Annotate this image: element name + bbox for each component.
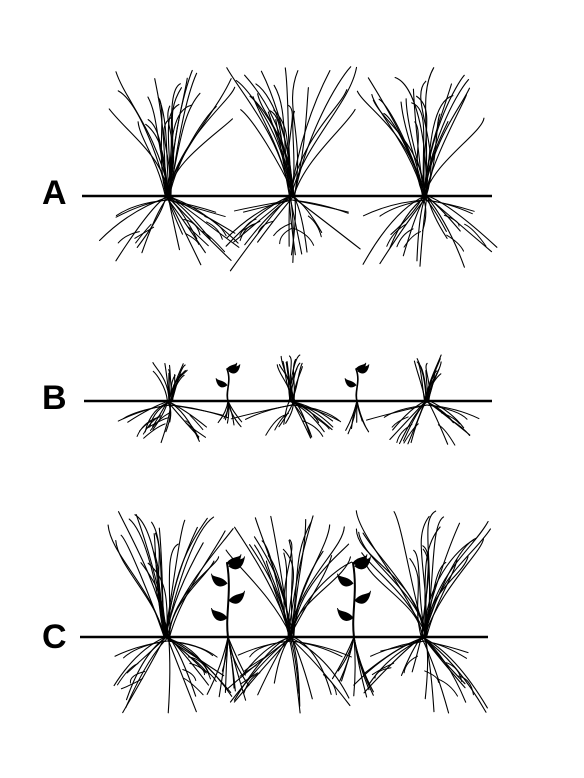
panel-c bbox=[80, 510, 492, 714]
panel-label-b: B bbox=[42, 379, 67, 417]
grass-plant bbox=[107, 511, 234, 714]
grass-plant bbox=[117, 362, 229, 444]
panel-a bbox=[82, 66, 498, 272]
tree-seedling bbox=[331, 554, 374, 698]
tree-seedling bbox=[206, 554, 250, 701]
tree-seedling bbox=[344, 362, 370, 435]
panel-b bbox=[84, 354, 492, 446]
grass-plant bbox=[356, 67, 498, 268]
panel-label-c: C bbox=[42, 618, 67, 656]
grass-plant bbox=[225, 66, 361, 272]
grass-plant bbox=[366, 354, 480, 446]
grass-plant bbox=[230, 354, 342, 439]
grass-plant bbox=[99, 69, 240, 266]
grass-plant bbox=[225, 515, 353, 714]
tree-seedling bbox=[215, 362, 243, 428]
panel-label-a: A bbox=[42, 174, 67, 212]
grass-plant bbox=[353, 510, 492, 714]
